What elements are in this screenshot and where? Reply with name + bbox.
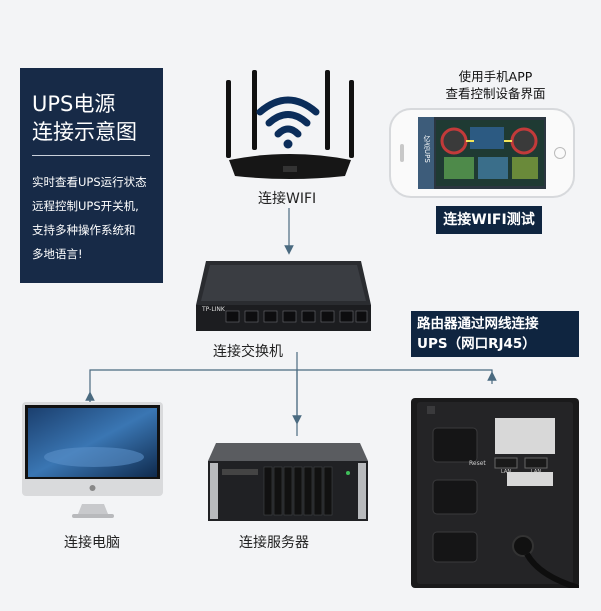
imac-icon — [22, 402, 163, 518]
info-line: 多地语言! — [32, 247, 83, 261]
app-sidebar: 亿点UPS — [418, 117, 434, 189]
switch-label: 连接交换机 — [213, 344, 283, 360]
server-image — [208, 443, 368, 521]
app-caption: 使用手机APP 查看控制设备界面 — [418, 68, 573, 102]
ups-icon — [411, 398, 579, 588]
router-note-line-1: 路由器通过网线连接 — [417, 316, 539, 332]
app-dashboard-graphic — [436, 120, 544, 186]
info-line: 远程控制UPS开关机, — [32, 199, 139, 213]
network-switch-image: TP-LINK — [196, 253, 371, 335]
title-line-2: 连接示意图 — [32, 120, 137, 144]
router-note-badge: 路由器通过网线连接 UPS（网口RJ45） — [411, 311, 579, 357]
switch-brand: TP-LINK — [202, 306, 225, 313]
phone-screen: 亿点UPS — [418, 117, 546, 189]
info-panel: UPS电源 连接示意图 实时查看UPS运行状态 远程控制UPS开关机, 支持多种… — [20, 68, 163, 283]
app-caption-line-2: 查看控制设备界面 — [445, 86, 546, 101]
phone-home-button — [554, 147, 566, 159]
router-label: 连接WIFI — [258, 191, 317, 207]
ups-lan1-label: LAN — [501, 469, 512, 475]
title-line-1: UPS电源 — [32, 92, 116, 116]
title-divider — [32, 155, 150, 156]
info-line: 实时查看UPS运行状态 — [32, 175, 147, 189]
computer-label: 连接电脑 — [64, 535, 120, 551]
router-note-line-2: UPS（网口RJ45） — [417, 336, 536, 352]
switch-icon — [196, 261, 371, 331]
app-caption-line-1: 使用手机APP — [458, 69, 533, 84]
wifi-router-image — [225, 68, 355, 183]
server-icon — [208, 443, 368, 521]
ups-image: Reset LAN LAN — [411, 398, 579, 588]
app-sidebar-label: 亿点UPS — [423, 135, 431, 163]
phone-speaker — [400, 144, 404, 162]
diagram-title: UPS电源 连接示意图 — [32, 90, 151, 146]
ups-lan2-label: LAN — [531, 469, 542, 475]
computer-image — [22, 402, 163, 522]
info-line: 支持多种操作系统和 — [32, 223, 136, 237]
ups-reset-label: Reset — [469, 460, 486, 467]
phone-image: 亿点UPS — [389, 108, 575, 198]
wifi-test-badge: 连接WIFI测试 — [436, 206, 542, 234]
router-icon — [226, 70, 354, 179]
server-label: 连接服务器 — [239, 535, 309, 551]
